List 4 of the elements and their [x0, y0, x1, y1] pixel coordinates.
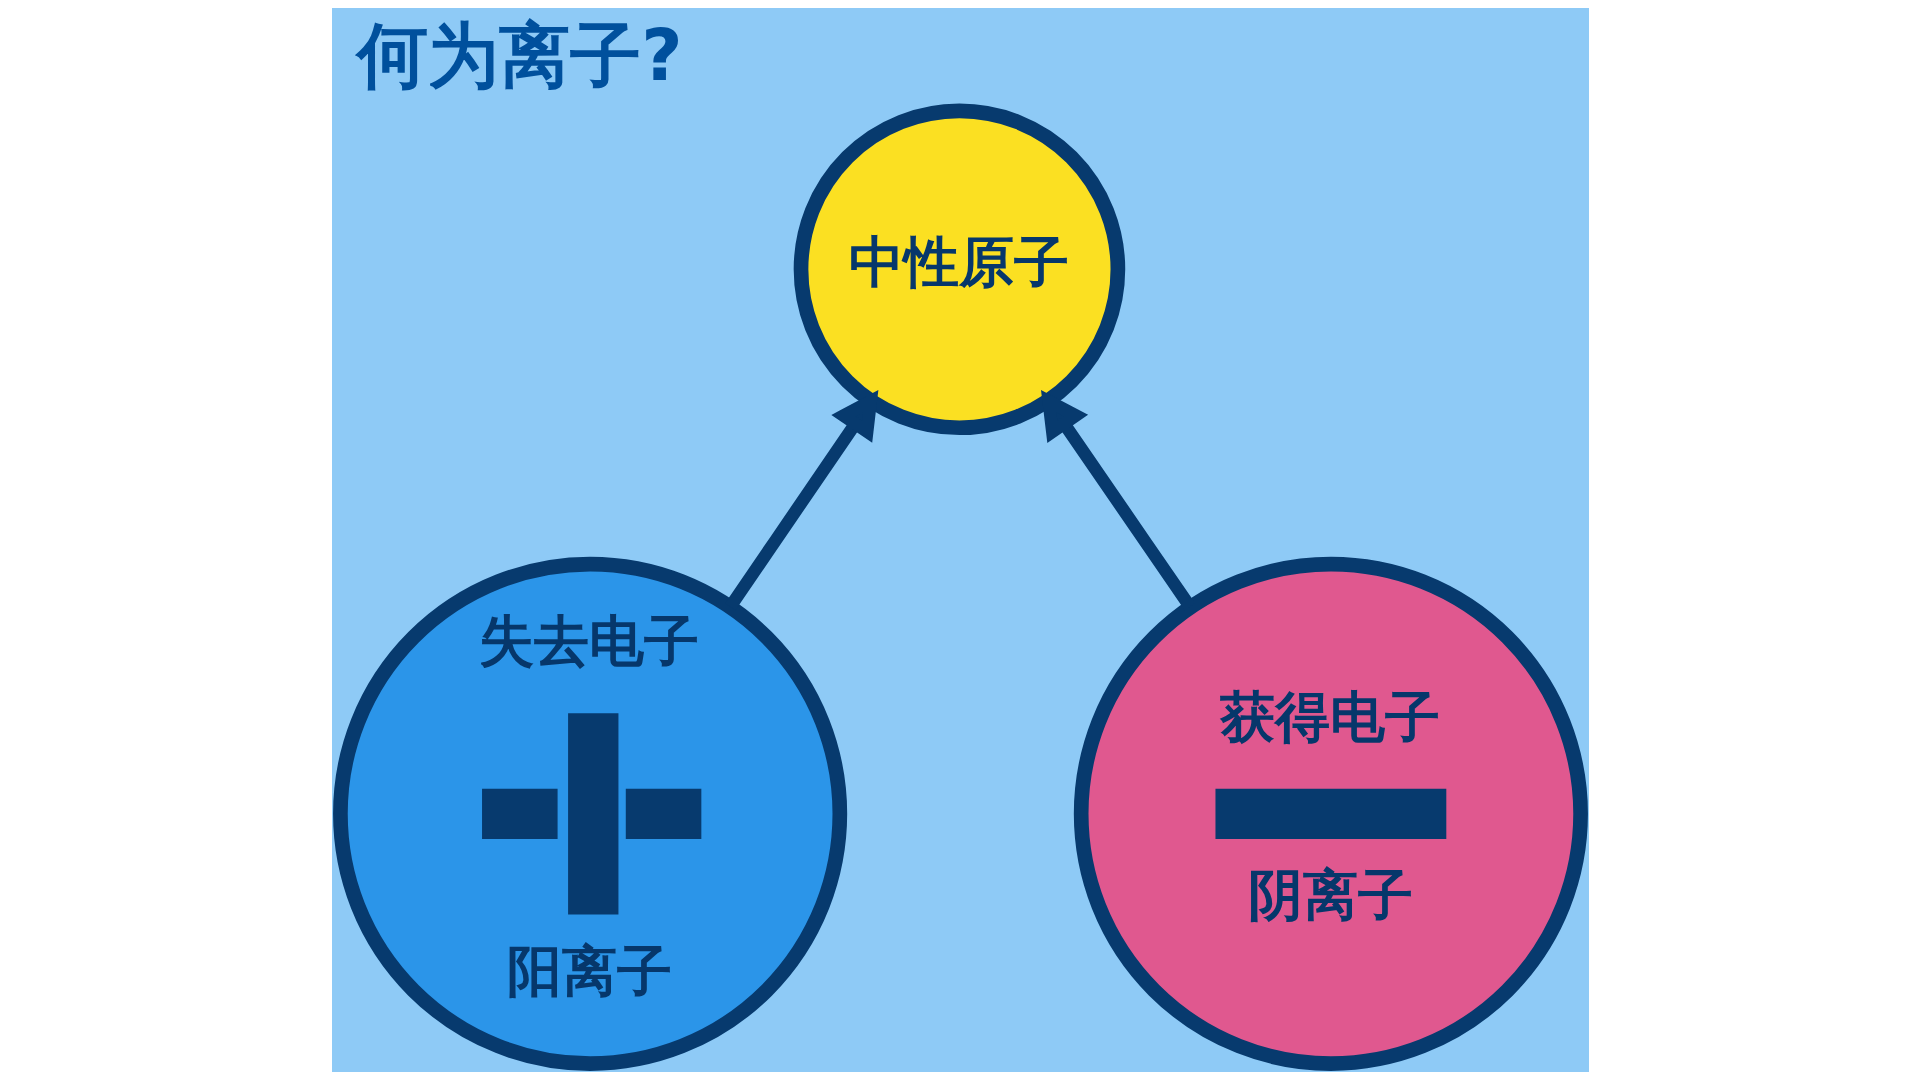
diagram-title: 何为离子?	[356, 13, 683, 97]
node-circle: 获得电子 阴离子	[1073, 556, 1588, 1071]
node-circle: 失去电子 阳离子	[332, 556, 847, 1071]
node-circle: 中性原子	[793, 103, 1125, 436]
